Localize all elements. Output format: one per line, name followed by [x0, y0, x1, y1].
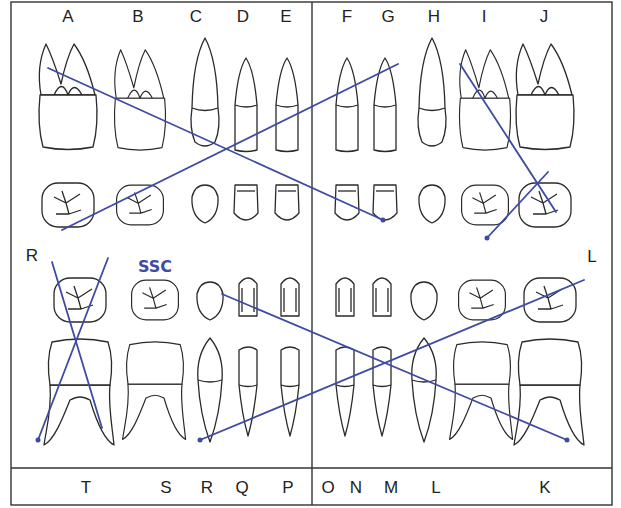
tooth-l	[450, 342, 513, 440]
pen-dot	[485, 236, 490, 241]
occlusal-d	[234, 185, 258, 220]
tooth-f	[336, 58, 358, 152]
pen-line	[62, 64, 398, 230]
side-label: L	[587, 248, 596, 265]
tooth-letter: E	[280, 8, 291, 25]
tooth-o	[336, 347, 354, 436]
pen-dot	[198, 438, 203, 443]
occlusal-s	[132, 280, 179, 320]
pen-line	[200, 280, 584, 440]
pen-line	[222, 294, 567, 440]
tooth-j	[516, 44, 574, 150]
tooth-a	[39, 44, 97, 150]
pen-line	[487, 172, 548, 238]
pen-line	[48, 68, 383, 220]
tooth-e	[276, 58, 298, 152]
tooth-letter: A	[62, 8, 73, 25]
occlusal-i	[462, 185, 509, 225]
occlusal-r	[197, 282, 223, 320]
occlusal-h	[419, 185, 445, 223]
pen-dots	[36, 218, 570, 443]
tooth-m	[412, 338, 437, 442]
handwritten-note: SSC	[138, 259, 172, 275]
midline	[311, 2, 312, 505]
pen-dot	[381, 218, 386, 223]
tooth-letter: Q	[235, 479, 248, 496]
tooth-i	[459, 50, 510, 150]
tooth-letter: M	[384, 479, 398, 496]
occlusal-l	[459, 280, 506, 320]
side-label: R	[26, 247, 38, 264]
tooth-s	[123, 342, 186, 440]
occlusal-n	[373, 278, 391, 316]
tooth-letter: P	[282, 479, 293, 496]
tooth-g	[374, 58, 396, 152]
frame-border	[11, 2, 612, 505]
tooth-letter: B	[132, 8, 143, 25]
tooth-letter: G	[381, 8, 394, 25]
tooth-c	[191, 38, 219, 146]
tooth-letter: N	[350, 479, 362, 496]
occlusal-q	[239, 278, 257, 316]
occlusal-o	[336, 278, 354, 316]
pen-line	[52, 262, 102, 428]
tooth-letter: S	[160, 479, 171, 496]
occlusal-a	[42, 183, 94, 227]
occlusal-j	[519, 183, 571, 227]
tooth-letter: D	[237, 8, 249, 25]
occlusal-g	[373, 185, 397, 220]
tooth-letter: K	[539, 479, 550, 496]
pen-line	[38, 258, 108, 440]
tooth-d	[235, 58, 257, 152]
occlusal-m	[411, 282, 437, 320]
tooth-k	[514, 339, 584, 445]
teeth	[39, 38, 584, 445]
tooth-letter: H	[428, 8, 440, 25]
tooth-letter: T	[81, 479, 91, 496]
tooth-h	[418, 38, 446, 146]
tooth-p	[281, 347, 299, 436]
tooth-letter: J	[540, 8, 549, 25]
tooth-letter: C	[190, 8, 202, 25]
occlusal-f	[335, 185, 359, 220]
tooth-letter: O	[321, 479, 334, 496]
tooth-r	[198, 338, 223, 442]
tooth-b	[114, 50, 165, 150]
tooth-letter: F	[342, 8, 352, 25]
chart-frame	[11, 2, 612, 505]
pen-marks	[38, 64, 584, 440]
tooth-t	[44, 339, 114, 445]
pen-dot	[36, 438, 41, 443]
tooth-letter: R	[201, 479, 213, 496]
tooth-letter: I	[482, 8, 487, 25]
occlusal-k	[524, 278, 576, 322]
tooth-n	[373, 347, 391, 436]
tooth-letter: L	[431, 479, 440, 496]
occlusal-p	[281, 278, 299, 316]
occlusal-e	[275, 185, 299, 220]
pen-line	[460, 64, 556, 212]
occlusal-c	[192, 185, 218, 223]
pen-dot	[565, 438, 570, 443]
